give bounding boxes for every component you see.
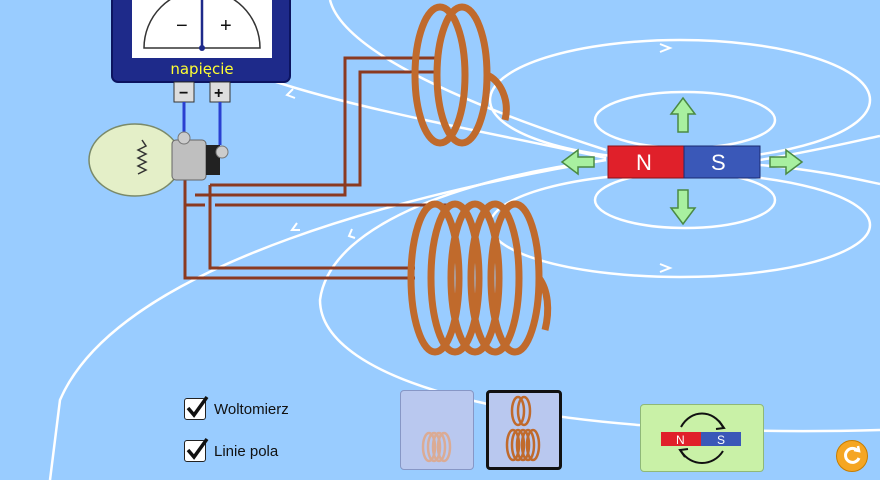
arrow-icon-right[interactable] bbox=[769, 148, 804, 176]
upper-coil bbox=[411, 3, 510, 147]
field-line-arrows bbox=[285, 43, 673, 273]
light-bulb bbox=[88, 123, 229, 197]
lower-coil bbox=[407, 200, 552, 356]
coil-icon bbox=[421, 431, 452, 463]
check-icon bbox=[184, 437, 209, 462]
arrow-icon-down[interactable] bbox=[669, 189, 697, 226]
rotate-arrows-icon: N S bbox=[661, 412, 741, 464]
bar-magnet[interactable] bbox=[607, 145, 761, 179]
flip-magnet-button[interactable]: N S bbox=[640, 404, 764, 472]
field-lines-checkbox-label: Linie pola bbox=[214, 442, 279, 460]
terminal-minus: − bbox=[179, 85, 188, 102]
flip-south-label: S bbox=[717, 433, 725, 447]
arrow-icon-up[interactable] bbox=[669, 96, 697, 133]
two-coils-icon bbox=[505, 395, 541, 462]
circuit-wires bbox=[183, 56, 455, 280]
magnet-north-label: N bbox=[636, 150, 652, 175]
one-coil-button[interactable] bbox=[400, 390, 474, 470]
field-lines bbox=[48, 0, 880, 480]
voltmeter[interactable] bbox=[111, 0, 291, 145]
flip-north-label: N bbox=[676, 433, 685, 447]
two-coils-button[interactable] bbox=[486, 390, 562, 470]
terminal-plus: + bbox=[214, 85, 223, 102]
voltmeter-checkbox[interactable]: Woltomierz bbox=[184, 395, 289, 422]
magnet-south-label: S bbox=[711, 150, 726, 175]
reset-button[interactable] bbox=[836, 440, 868, 472]
voltmeter-checkbox-label: Woltomierz bbox=[214, 400, 289, 418]
check-icon bbox=[184, 395, 209, 420]
arrow-icon-left[interactable] bbox=[560, 148, 595, 176]
reset-icon bbox=[844, 445, 861, 464]
voltmeter-minus-symbol: − bbox=[176, 15, 188, 37]
voltmeter-label: napięcie bbox=[170, 60, 234, 78]
field-lines-checkbox[interactable]: Linie pola bbox=[184, 437, 279, 464]
voltmeter-plus-symbol: + bbox=[220, 15, 232, 37]
